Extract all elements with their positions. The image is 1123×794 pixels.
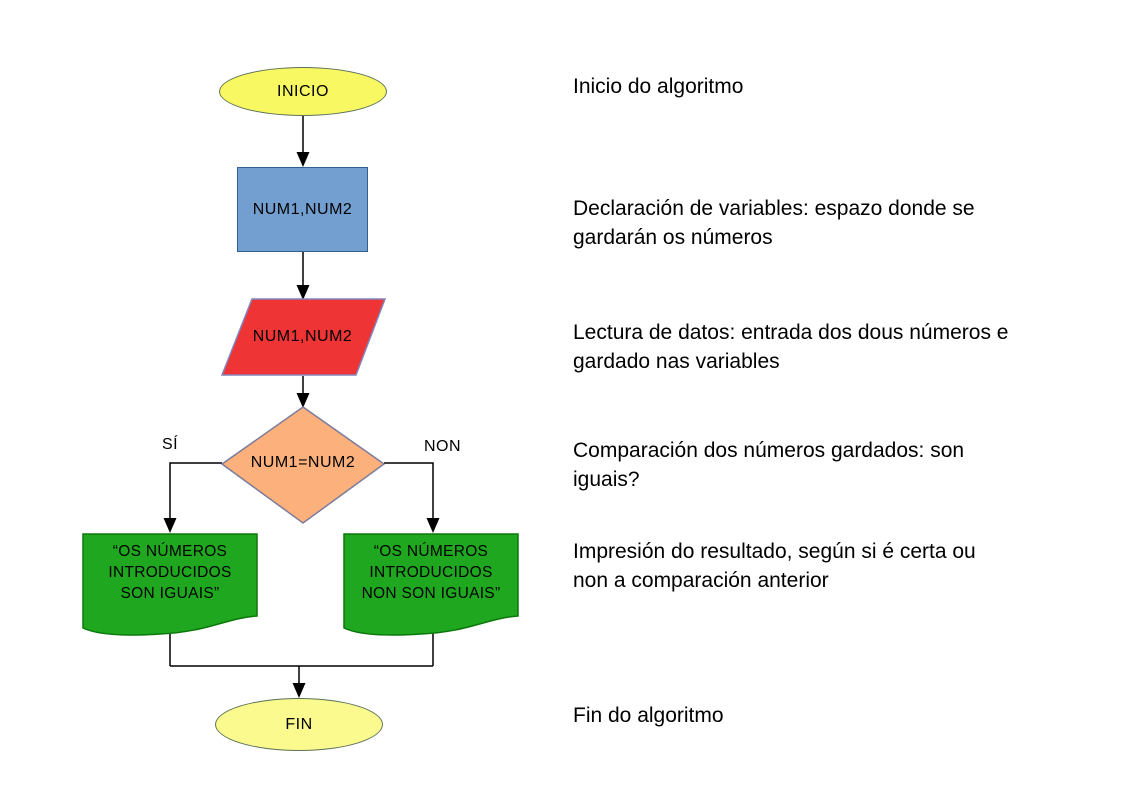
- document-not-equal-line: NON SON IGUAIS”: [361, 585, 501, 602]
- start-label: INICIO: [277, 82, 329, 100]
- annotation-line: Fin do algoritmo: [573, 704, 724, 727]
- document-not-equal-shape: [343, 533, 519, 636]
- end-label: FIN: [285, 715, 313, 733]
- document-equal-shape: [82, 533, 258, 636]
- document-not-equal-line: “OS NÚMEROS: [373, 543, 489, 560]
- annotation-line: gardarán os números: [573, 226, 773, 249]
- annotation-line: Comparación dos números gardados: son: [573, 439, 965, 462]
- annotation-line: gardado nas variables: [573, 350, 780, 373]
- annotation-read: Lectura de datos: entrada dos dous númer…: [573, 318, 1113, 376]
- document-equal-line: SON IGUAIS”: [120, 585, 220, 602]
- declare-process: NUM1,NUM2: [237, 167, 368, 252]
- decision-diamond: [220, 406, 386, 524]
- annotation-line: iguais?: [573, 468, 640, 491]
- connector-read-to-decision: [296, 376, 310, 408]
- branch-label-yes: SÍ: [162, 436, 179, 453]
- end-terminator: FIN: [215, 698, 383, 751]
- connector-decision-no: [384, 462, 440, 533]
- annotation-start: Inicio do algoritmo: [573, 72, 1113, 101]
- connector-declare-to-read: [296, 252, 310, 300]
- read-label-box: NUM1,NUM2: [237, 322, 368, 352]
- connector-start-to-declare: [296, 116, 310, 167]
- read-label: NUM1,NUM2: [252, 328, 353, 345]
- annotation-line: Impresión do resultado, según si é certa…: [573, 540, 976, 563]
- annotation-line: Declaración de variables: espazo donde s…: [573, 197, 975, 220]
- annotation-declare: Declaración de variables: espazo donde s…: [573, 194, 1113, 252]
- document-equal-line: “OS NÚMEROS: [112, 543, 228, 560]
- connector-decision-yes: [163, 462, 222, 533]
- annotation-line: non a comparación anterior: [573, 569, 829, 592]
- branch-label-no: NON: [424, 438, 462, 455]
- annotation-line: Lectura de datos: entrada dos dous númer…: [573, 321, 1009, 344]
- declare-label: NUM1,NUM2: [252, 200, 353, 218]
- read-io-shape: [220, 298, 387, 376]
- annotation-print: Impresión do resultado, según si é certa…: [573, 537, 1113, 595]
- annotation-line: Inicio do algoritmo: [573, 75, 744, 98]
- document-not-equal-text: “OS NÚMEROS INTRODUCIDOS NON SON IGUAIS”: [343, 541, 519, 604]
- decision-label: NUM1=NUM2: [250, 454, 356, 471]
- annotation-decision: Comparación dos números gardados: son ig…: [573, 436, 1113, 494]
- document-equal-text: “OS NÚMEROS INTRODUCIDOS SON IGUAIS”: [82, 541, 258, 604]
- annotation-end: Fin do algoritmo: [573, 701, 1113, 730]
- start-terminator: INICIO: [219, 67, 387, 116]
- decision-label-box: NUM1=NUM2: [238, 448, 368, 478]
- document-not-equal-line: INTRODUCIDOS: [369, 564, 493, 581]
- document-equal-line: INTRODUCIDOS: [108, 564, 232, 581]
